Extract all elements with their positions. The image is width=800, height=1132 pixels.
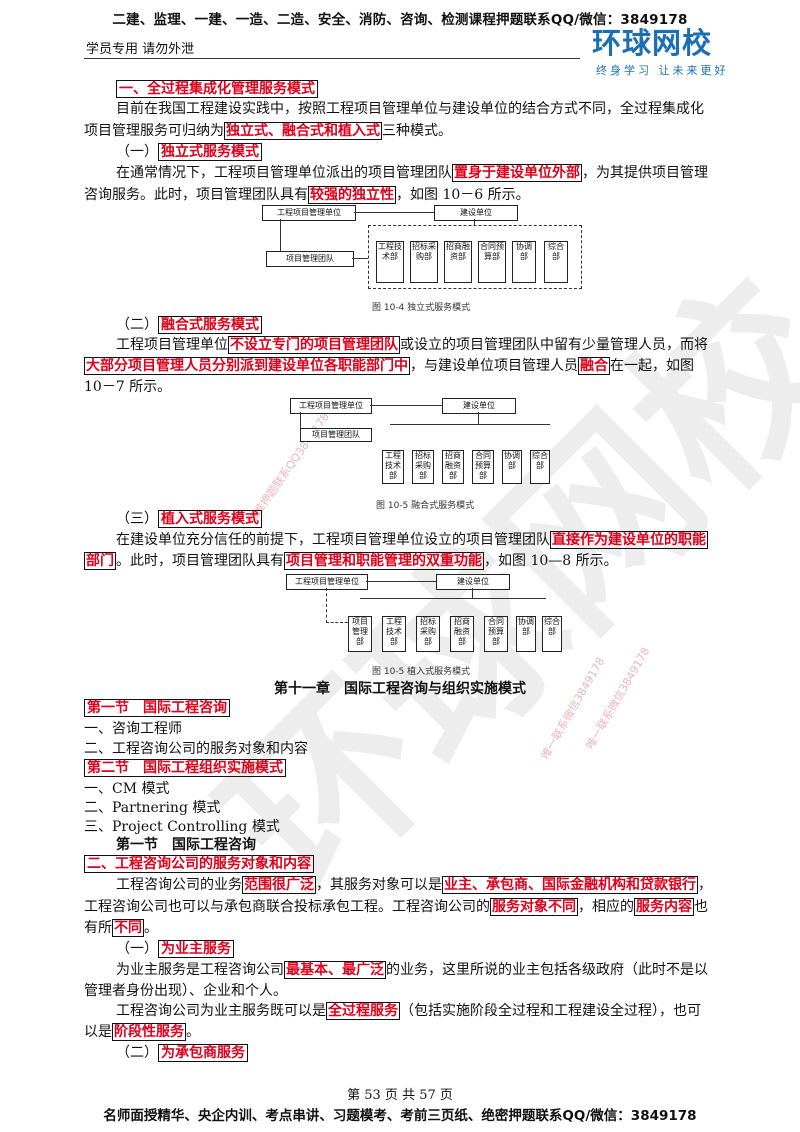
header-confidential-note: 学员专用 请勿外泄 bbox=[86, 42, 195, 57]
paragraph-line: 在建设单位充分信任的前提下，工程项目管理单位设立的项目管理团队直接作为建设单位的… bbox=[116, 531, 708, 549]
dept-box: 招标采购部 bbox=[410, 241, 438, 283]
paragraph-line: 项目管理服务可归纳为独立式、融合式和植入式三种模式。 bbox=[84, 122, 452, 140]
dept-box: 招商融资部 bbox=[442, 450, 464, 484]
dept-box: 协调部 bbox=[502, 450, 522, 484]
dept-box: 综合部 bbox=[542, 616, 562, 652]
figure-embedded-mode: 工程项目管理单位 建设单位 项目管理部 工程技术部 招标采购部 招商融资部 合同… bbox=[286, 572, 566, 662]
paragraph-line: 部门。此时，项目管理团队具有项目管理和职能管理的双重功能，如图 10—8 所示。 bbox=[84, 552, 618, 570]
logo-slogan: 终身学习 让未来更好 bbox=[596, 64, 729, 77]
section-title: 一、全过程集成化管理服务模式 bbox=[116, 78, 318, 100]
dept-box: 招商融资部 bbox=[450, 616, 474, 652]
paragraph-line: 工程咨询公司的业务范围很广泛，其服务对象可以是业主、承包商、国际金融机构和贷款银… bbox=[116, 876, 712, 894]
outline-item: 二、工程咨询公司的服务对象和内容 bbox=[84, 741, 308, 757]
connector bbox=[478, 412, 479, 424]
dept-box: 招商融资部 bbox=[444, 241, 472, 283]
paragraph-line: 目前在我国工程建设实践中，按照工程项目管理单位与建设单位的结合方式不同，全过程集… bbox=[116, 101, 704, 117]
figure-independent-mode: 工程项目管理单位 建设单位 项目管理团队 工程技术部 招标采购部 招商融资部 合… bbox=[262, 203, 582, 313]
outline-section: 第一节 国际工程咨询 bbox=[84, 697, 230, 719]
team-box: 项目管理团队 bbox=[300, 428, 372, 442]
page-number: 第 53 页 共 57 页 bbox=[347, 1088, 453, 1103]
section-heading: 第一节 国际工程咨询 bbox=[116, 837, 256, 853]
connector bbox=[370, 405, 442, 406]
dept-box: 招标采购部 bbox=[412, 450, 434, 484]
figure-caption: 图 10-5 植入式服务模式 bbox=[372, 667, 471, 677]
logo-text: 环球网校 bbox=[592, 26, 713, 60]
connector bbox=[280, 219, 281, 259]
dept-box: 合同预算部 bbox=[472, 450, 494, 484]
outline-section: 第二节 国际工程组织实施模式 bbox=[84, 757, 286, 779]
chapter-title: 第十一章 国际工程咨询与组织实施模式 bbox=[274, 681, 526, 697]
pm-unit-box: 工程项目管理单位 bbox=[286, 574, 368, 590]
outline-item: 二、Partnering 模式 bbox=[84, 800, 221, 816]
subsection-heading: （一）为业主服务 bbox=[116, 938, 234, 960]
dept-box: 合同预算部 bbox=[478, 241, 506, 283]
paragraph-line: 咨询服务。此时，项目管理团队具有较强的独立性，如图 10－6 所示。 bbox=[84, 186, 530, 204]
outline-item: 一、咨询工程师 bbox=[84, 721, 182, 737]
dept-box: 综合部 bbox=[544, 241, 568, 283]
connector bbox=[472, 588, 473, 598]
connector bbox=[300, 412, 301, 428]
paragraph-line: 工程咨询公司为业主服务既可以是全过程服务（包括实施阶段全过程和工程建设全过程），… bbox=[116, 1002, 701, 1020]
watermark-stamp-2: 唯一联系微信3849178 bbox=[538, 655, 608, 762]
dept-box: 工程技术部 bbox=[376, 241, 404, 283]
dept-box: 协调部 bbox=[516, 616, 536, 652]
owner-box: 建设单位 bbox=[442, 398, 516, 414]
connector bbox=[352, 258, 368, 259]
paragraph-line: 以是阶段性服务。 bbox=[84, 1023, 200, 1041]
subsection-heading: （三）植入式服务模式 bbox=[116, 508, 262, 530]
connector bbox=[360, 598, 546, 599]
owner-dept-frame bbox=[368, 225, 582, 289]
paragraph-line: 为业主服务是工程咨询公司最基本、最广泛的业务，这里所说的业主包括各级政府（此时不… bbox=[116, 961, 708, 979]
dept-box: 综合部 bbox=[530, 450, 550, 484]
paragraph-line: 10－7 所示。 bbox=[84, 379, 172, 395]
paragraph-line: 大部分项目管理人员分别派到建设单位各职能部门中，与建设单位项目管理人员融合在一起… bbox=[84, 357, 694, 375]
dept-box: 工程技术部 bbox=[382, 450, 404, 484]
outline-item: 三、Project Controlling 模式 bbox=[84, 819, 280, 835]
dept-box: 协调部 bbox=[512, 241, 536, 283]
figure-caption: 图 10-5 融合式服务模式 bbox=[376, 501, 475, 511]
dept-box: 工程技术部 bbox=[382, 616, 406, 652]
owner-box: 建设单位 bbox=[434, 205, 518, 221]
dept-box: 项目管理部 bbox=[348, 616, 372, 652]
paragraph-line: 工程项目管理单位不设立专门的项目管理团队或设立的项目管理团队中留有少量管理人员，… bbox=[116, 336, 708, 354]
connector bbox=[354, 212, 434, 213]
figure-merged-mode: 工程项目管理单位 建设单位 项目管理团队 工程技术部 招标采购部 招商融资部 合… bbox=[290, 396, 570, 496]
footer-contact-line: 名师面授精华、央企内训、考点串讲、习题模考、考前三页纸、绝密押题联系QQ/微信：… bbox=[103, 1108, 697, 1124]
header-contact-line: 二建、监理、一建、一造、二造、安全、消防、咨询、检测课程押题联系QQ/微信：38… bbox=[112, 12, 688, 28]
paragraph-line: 管理者身份出现）、企业和个人。 bbox=[84, 983, 287, 999]
subsection-heading: （二）为承包商服务 bbox=[116, 1042, 248, 1064]
connector bbox=[474, 219, 475, 225]
paragraph-line: 有所不同。 bbox=[84, 919, 158, 937]
outline-item: 一、CM 模式 bbox=[84, 781, 170, 797]
dashed-link bbox=[326, 588, 357, 623]
dept-box: 合同预算部 bbox=[484, 616, 508, 652]
paragraph-line: 工程咨询公司也可以与承包商联合投标承包工程。工程咨询公司的服务对象不同，相应的服… bbox=[84, 898, 708, 916]
header-rule bbox=[84, 58, 580, 59]
watermark-stamp-3: 唯一联系微信3849178 bbox=[583, 645, 653, 752]
pm-unit-box: 工程项目管理单位 bbox=[290, 398, 372, 414]
connector bbox=[390, 424, 550, 425]
pm-unit-box: 工程项目管理单位 bbox=[262, 205, 356, 221]
section-title: 二、工程咨询公司的服务对象和内容 bbox=[84, 853, 314, 875]
connector bbox=[366, 581, 436, 582]
figure-caption: 图 10-4 独立式服务模式 bbox=[372, 303, 471, 313]
owner-box: 建设单位 bbox=[436, 574, 510, 590]
subsection-heading: （二）融合式服务模式 bbox=[116, 314, 262, 336]
team-box: 项目管理团队 bbox=[266, 251, 354, 267]
paragraph-line: 在通常情况下，工程项目管理单位派出的项目管理团队置身于建设单位外部，为其提供项目… bbox=[116, 164, 708, 182]
subsection-heading: （一）独立式服务模式 bbox=[116, 141, 262, 163]
brand-logo: 环球网校 终身学习 让未来更好 bbox=[592, 28, 732, 82]
dept-box: 招标采购部 bbox=[416, 616, 440, 652]
